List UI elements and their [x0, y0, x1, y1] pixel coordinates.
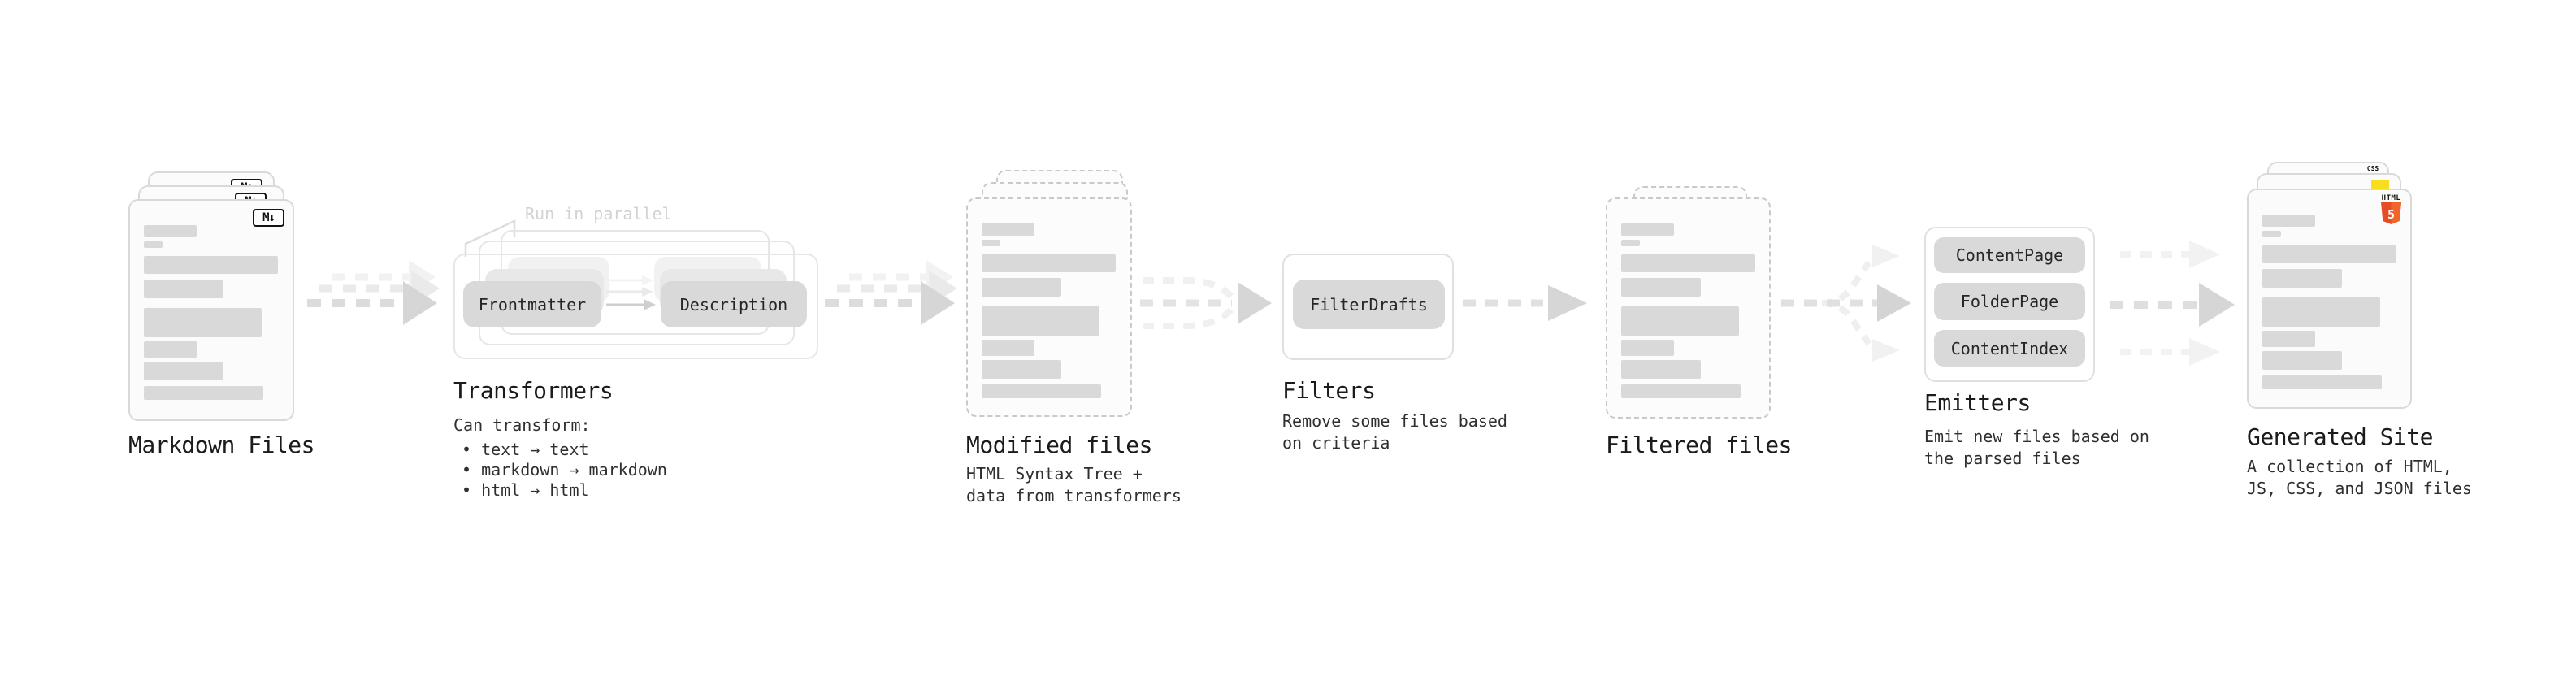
content-bar: [144, 341, 197, 358]
file-content-bars: [982, 223, 1116, 398]
generated-site-description: A collection of HTML, JS, CSS, and JSON …: [2247, 457, 2472, 498]
content-bar: [2262, 297, 2380, 327]
content-bar: [1621, 223, 1674, 236]
html5-shield: 5: [2381, 202, 2401, 224]
content-bar: [144, 256, 278, 274]
emitters-title: Emitters: [1924, 389, 2031, 416]
content-bar: [1621, 340, 1674, 356]
content-bar: [1621, 384, 1741, 398]
css-icon-label: CSS: [2366, 165, 2379, 172]
file-content-bars: [1621, 223, 1755, 398]
content-bar: [982, 360, 1061, 379]
content-bar: [2262, 375, 2382, 389]
arrow-emitters-to-site: [2110, 241, 2235, 366]
content-bar: [144, 386, 263, 400]
bullet-item: • text → text: [462, 440, 589, 459]
content-bar: [144, 225, 197, 237]
transformers-title: Transformers: [453, 377, 614, 404]
site-file-card-html: HTML 5: [2247, 189, 2412, 409]
bullet-item: • markdown → markdown: [462, 460, 667, 479]
arrow-filters-to-filtered: [1463, 285, 1587, 321]
content-bar: [144, 280, 223, 298]
modified-files-description: HTML Syntax Tree + data from transformer…: [966, 464, 1182, 505]
filtered-file-card-front: [1606, 197, 1771, 419]
markdown-icon: M↓: [253, 209, 284, 227]
content-bar: [1621, 278, 1701, 297]
content-bar: [2262, 215, 2315, 227]
contentpage-node: ContentPage: [1934, 237, 2085, 273]
content-bar: [982, 254, 1116, 272]
content-bar: [2262, 331, 2315, 347]
filters-title: Filters: [1282, 377, 1376, 404]
filters-description: Remove some files based on criteria: [1282, 411, 1507, 453]
contentindex-node: ContentIndex: [1934, 330, 2085, 367]
content-bar: [982, 384, 1101, 398]
frontmatter-node: Frontmatter: [463, 281, 601, 327]
description-node: Description: [661, 281, 807, 327]
run-in-parallel-label: Run in parallel: [525, 204, 672, 223]
html5-shield-number: 5: [2387, 207, 2395, 222]
content-bar: [2262, 245, 2396, 263]
run-in-parallel-leader-line: [464, 219, 516, 257]
content-bar: [2262, 351, 2342, 370]
bullet-item: • html → html: [462, 480, 589, 500]
html5-icon-label: HTML: [2381, 194, 2401, 202]
arrow-filtered-to-emitters: [1781, 245, 1911, 362]
markdown-files-title: Markdown Files: [128, 432, 315, 458]
content-bar: [144, 241, 163, 248]
folderpage-node: FolderPage: [1934, 283, 2085, 320]
html5-icon: HTML 5: [2381, 194, 2401, 228]
arrow-markdown-to-transformers: [307, 260, 440, 325]
emitters-box: [1924, 227, 2095, 382]
content-bar: [144, 362, 223, 380]
markdown-file-card-front: M↓: [128, 199, 294, 421]
content-bar: [144, 308, 262, 337]
content-bar: [982, 340, 1034, 356]
emitters-description: Emit new files based on the parsed files: [1924, 427, 2149, 468]
filtered-files-title: Filtered files: [1606, 432, 1793, 458]
file-content-bars: [2262, 215, 2396, 389]
transformer-instance-box-front: [453, 254, 818, 359]
transformers-subtitle: Can transform:: [453, 415, 591, 435]
content-bar: [982, 306, 1099, 336]
transformers-bullet-list: • text → text • markdown → markdown • ht…: [462, 440, 667, 501]
file-content-bars: [144, 225, 278, 400]
filters-box: [1282, 254, 1454, 360]
content-bar: [2262, 231, 2281, 237]
js-icon: [2371, 180, 2389, 189]
content-bar: [1621, 240, 1640, 246]
frontmatter-to-description-arrows: [606, 275, 656, 310]
modified-files-title: Modified files: [966, 432, 1153, 458]
content-bar: [982, 278, 1061, 297]
generated-site-title: Generated Site: [2247, 423, 2434, 450]
content-bar: [1621, 254, 1755, 272]
content-bar: [982, 240, 1000, 246]
content-bar: [1621, 306, 1739, 336]
content-bar: [1621, 360, 1701, 379]
filterdrafts-node: FilterDrafts: [1293, 280, 1445, 329]
modified-file-card-front: [966, 197, 1132, 417]
markdown-icon-label: M↓: [262, 211, 275, 224]
arrow-modified-to-filters: [1140, 277, 1272, 329]
content-bar: [2262, 269, 2342, 288]
arrow-transformers-to-modified: [825, 260, 957, 325]
content-bar: [982, 223, 1034, 236]
